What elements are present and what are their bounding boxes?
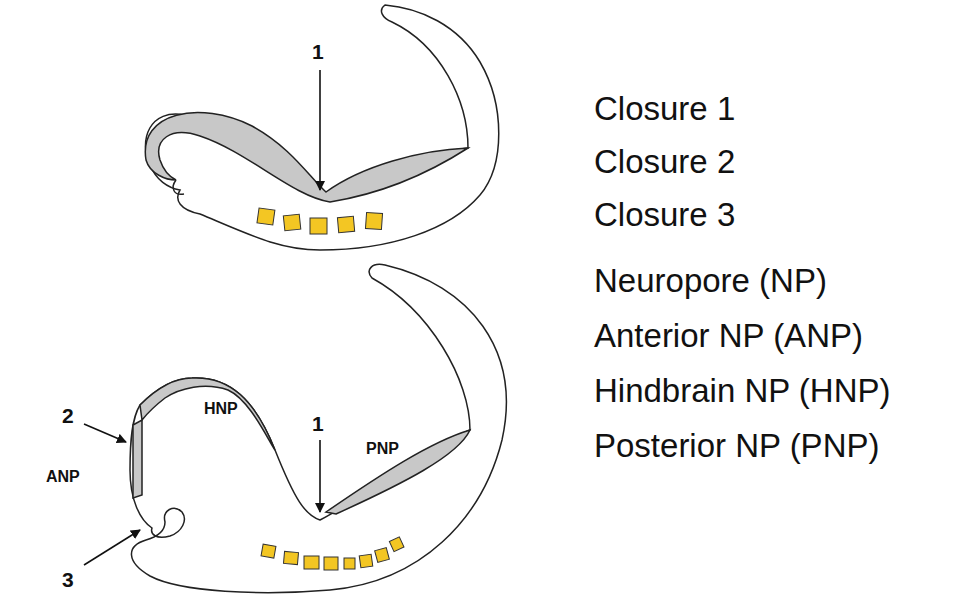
callout-number: 3: [62, 568, 74, 592]
callout-number: 2: [62, 404, 74, 428]
early-embryo: [145, 5, 498, 250]
legend-text: Anterior NP (ANP): [594, 317, 863, 355]
region-label: PNP: [366, 440, 399, 458]
callout-number: 1: [312, 40, 324, 64]
callout-number: 1: [312, 412, 324, 436]
legend-text: Neuropore (NP): [594, 262, 827, 300]
legend-text: Closure 1: [594, 90, 735, 128]
legend-text: Posterior NP (PNP): [594, 427, 879, 465]
region-label: HNP: [204, 400, 238, 418]
legend-text: Closure 3: [594, 196, 735, 234]
legend-text: Closure 2: [594, 143, 735, 181]
legend-text: Hindbrain NP (HNP): [594, 372, 890, 410]
later-embryo: [84, 264, 506, 592]
region-label: ANP: [46, 468, 80, 486]
